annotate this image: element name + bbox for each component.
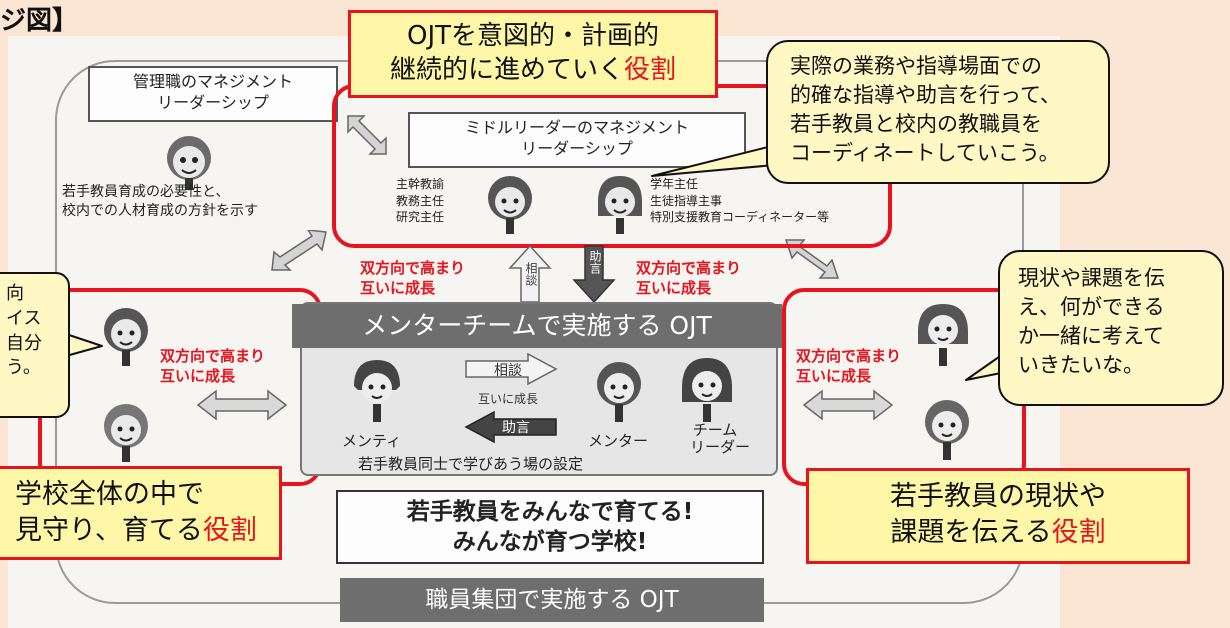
- teacher-face-icon: [918, 304, 968, 366]
- teacher-face-icon: [925, 400, 969, 460]
- principal-face-icon: [167, 136, 211, 190]
- growth-label-left-top: 双方向で高まり 互いに成長: [360, 259, 466, 298]
- consult-vertical-label: 相談: [524, 262, 538, 286]
- teacher-face-icon: [488, 176, 532, 234]
- middle-leader-line2: リーダーシップ: [521, 138, 633, 158]
- management-box: 管理職のマネジメント リーダーシップ: [88, 66, 338, 122]
- double-arrow-icon: [271, 230, 327, 271]
- mentor-consult-label: 相談: [494, 363, 522, 379]
- growth-label-left-mid: 双方向で高まり 互いに成長: [160, 347, 266, 386]
- horizontal-double-arrow-icon: [802, 389, 894, 421]
- team-leader-label: チーム リーダー: [690, 421, 751, 456]
- mentor-label: メンター: [588, 432, 649, 450]
- left-group-frame: [38, 288, 322, 486]
- right-role-box: 若手教員の現状や 課題を伝える役割: [806, 468, 1190, 564]
- right-arrow-icon: [465, 352, 558, 386]
- right-group-frame: [782, 288, 1026, 486]
- management-line1: 管理職のマネジメント: [132, 72, 293, 91]
- mentor-mutual-label: 互いに成長: [478, 392, 539, 406]
- management-caption: 若手教員育成の必要性と、 校内での人材育成の方針を示す: [62, 184, 258, 219]
- slogan-box: 若手教員をみんなで育てる! みんなが育つ学校!: [336, 490, 764, 564]
- middle-right-roles: 学年主任 生徒指導主事 特別支援教育コーディネーター等: [650, 177, 830, 225]
- middle-leader-box: ミドルリーダーのマネジメント リーダーシップ: [408, 112, 746, 168]
- staff-ojt-banner: 職員集団で実施する OJT: [340, 578, 764, 622]
- mentor-face-icon: [597, 362, 641, 422]
- left-arrow-icon: [464, 410, 557, 444]
- top-role-box: OJTを意図的・計画的 継続的に進めていく役割: [348, 10, 718, 98]
- teacher-face-icon: [598, 176, 642, 234]
- growth-label-right-top: 双方向で高まり 互いに成長: [636, 259, 742, 298]
- mentee-face-icon: [354, 360, 400, 422]
- advice-vertical-label: 助言: [588, 250, 602, 274]
- mentor-setting-label: 若手教員同士で学びあう場の設定: [358, 455, 584, 473]
- speech-bubble-left: 向 イス 自分 う。: [0, 272, 70, 418]
- title-fragment: ジ図】: [0, 6, 79, 36]
- speech-bubble-right: 現状や課題を伝 え、何ができる か一緒に考えて いきたいな。: [998, 250, 1224, 406]
- down-arrow-icon: [572, 245, 616, 304]
- mentor-advice-label: 助言: [502, 420, 530, 436]
- mentor-team-title: メンターチームで実施する OJT: [292, 304, 782, 348]
- management-line2: リーダーシップ: [157, 92, 269, 112]
- middle-leader-line1: ミドルリーダーのマネジメント: [464, 118, 689, 137]
- growth-label-right-mid: 双方向で高まり 互いに成長: [796, 347, 902, 386]
- speech-bubble-top-right: 実際の業務や指導場面での 的確な指導や助言を行って、 若手教員と校内の教職員を …: [766, 40, 1110, 184]
- speech-tail-icon: [65, 333, 103, 357]
- mentee-label: メンティ: [342, 432, 402, 450]
- middle-left-roles: 主幹教諭 教務主任 研究主任: [396, 177, 445, 225]
- teacher-face-icon: [104, 308, 148, 366]
- double-arrow-icon: [347, 115, 387, 155]
- teacher-face-icon: [104, 404, 148, 462]
- horizontal-double-arrow-icon: [196, 389, 288, 421]
- team-leader-face-icon: [682, 358, 732, 422]
- left-role-box: 学校全体の中で 見守り、育てる役割: [0, 466, 282, 560]
